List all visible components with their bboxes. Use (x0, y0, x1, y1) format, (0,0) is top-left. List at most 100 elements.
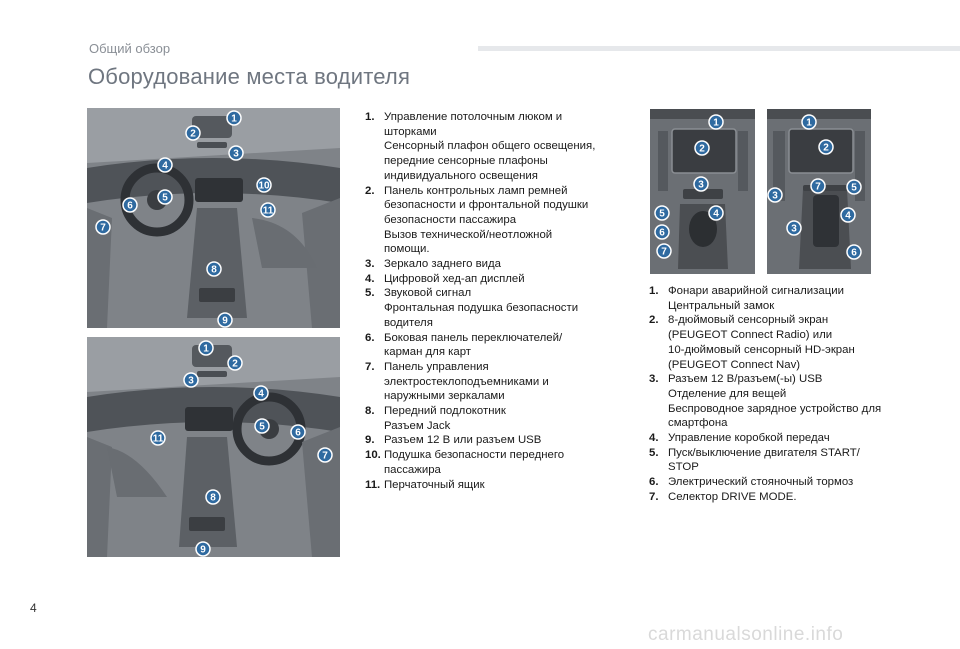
marker-6: 6 (290, 424, 306, 440)
list-item: 7.Селектор DRIVE MODE. (649, 490, 797, 503)
list-item: 6.Боковая панель переключателей/карман д… (365, 331, 563, 359)
svg-text:6: 6 (127, 201, 133, 212)
list-item: 2.8-дюймовый сенсорный экран(PEUGEOT Con… (649, 314, 855, 371)
svg-text:6: 6 (851, 248, 857, 259)
svg-text:3: 3 (698, 180, 704, 191)
marker-9: 9 (195, 541, 211, 557)
marker-3: 3 (228, 145, 244, 161)
svg-text:1: 1 (806, 118, 812, 129)
cabin-photo-rhd: 1 2 3 4 5 6 7 8 9 11 (87, 337, 340, 557)
svg-text:5: 5 (851, 183, 857, 194)
svg-text:3: 3 (188, 376, 194, 387)
watermark: carmanualsonline.info (648, 624, 844, 645)
marker-3: 3 (767, 187, 783, 203)
svg-text:2: 2 (823, 143, 829, 154)
marker-8: 8 (205, 489, 221, 505)
svg-text:5: 5 (259, 422, 265, 433)
svg-text:6: 6 (295, 428, 301, 439)
svg-text:9: 9 (200, 545, 206, 556)
marker-3: 3 (693, 176, 709, 192)
svg-text:1: 1 (203, 344, 209, 355)
svg-text:2: 2 (699, 144, 705, 155)
svg-text:4: 4 (845, 211, 851, 222)
svg-text:1: 1 (231, 114, 237, 125)
console-photo-b: 1 2 3 3 4 5 6 7 (767, 109, 871, 274)
marker-2: 2 (227, 355, 243, 371)
list-item: 9.Разъем 12 В или разъем USB (365, 434, 542, 447)
svg-text:5: 5 (162, 193, 168, 204)
svg-text:6: 6 (659, 228, 665, 239)
marker-7: 7 (810, 178, 826, 194)
marker-7: 7 (317, 447, 333, 463)
marker-6: 6 (654, 224, 670, 240)
marker-11: 11 (150, 430, 166, 446)
page-title: Оборудование места водителя (88, 64, 411, 89)
page-number: 4 (30, 601, 37, 615)
marker-5: 5 (846, 179, 862, 195)
svg-text:11: 11 (153, 434, 164, 445)
svg-text:3: 3 (791, 224, 797, 235)
marker-9: 9 (217, 312, 233, 328)
list-item: 3.Зеркало заднего вида (365, 258, 502, 271)
marker-4: 4 (253, 385, 269, 401)
marker-1: 1 (801, 114, 817, 130)
list-item: 11.Перчаточный ящик (365, 478, 485, 491)
marker-2: 2 (818, 139, 834, 155)
svg-text:10: 10 (258, 181, 270, 192)
section-title: Общий обзор (89, 41, 171, 56)
svg-text:3: 3 (772, 191, 778, 202)
marker-4: 4 (840, 207, 856, 223)
marker-4: 4 (708, 205, 724, 221)
marker-5: 5 (157, 189, 173, 205)
marker-1: 1 (198, 340, 214, 356)
svg-text:7: 7 (815, 182, 821, 193)
marker-5: 5 (254, 418, 270, 434)
marker-10: 10 (256, 177, 272, 193)
marker-2: 2 (694, 140, 710, 156)
cabin-photo-lhd: 1 2 3 4 5 6 7 8 9 10 11 (87, 108, 340, 328)
console-photo-a: 1 2 3 4 5 6 7 (650, 109, 755, 274)
marker-1: 1 (708, 114, 724, 130)
svg-text:7: 7 (322, 451, 328, 462)
svg-text:7: 7 (661, 247, 667, 258)
svg-text:9: 9 (222, 316, 228, 327)
marker-8: 8 (206, 261, 222, 277)
marker-4: 4 (157, 157, 173, 173)
svg-text:7: 7 (100, 223, 106, 234)
marker-6: 6 (122, 197, 138, 213)
svg-text:4: 4 (713, 209, 719, 220)
header-rule (478, 46, 960, 51)
marker-5: 5 (654, 205, 670, 221)
list-item: 4.Цифровой хед-ап дисплей (365, 272, 525, 285)
svg-text:8: 8 (211, 265, 217, 276)
marker-11: 11 (260, 202, 276, 218)
svg-text:2: 2 (190, 129, 196, 140)
svg-text:1: 1 (713, 118, 719, 129)
marker-3: 3 (183, 372, 199, 388)
marker-1: 1 (226, 110, 242, 126)
marker-7: 7 (95, 219, 111, 235)
marker-7: 7 (656, 243, 672, 259)
marker-3-b: 3 (786, 220, 802, 236)
marker-2: 2 (185, 125, 201, 141)
list-item: 6.Электрический стояночный тормоз (649, 476, 854, 489)
marker-6: 6 (846, 244, 862, 260)
list-item: 4.Управление коробкой передач (649, 432, 830, 445)
list-item: 5.Пуск/выключение двигателя START/STOP (649, 446, 860, 474)
svg-text:3: 3 (233, 149, 239, 160)
svg-text:4: 4 (162, 161, 168, 172)
svg-text:8: 8 (210, 493, 216, 504)
svg-text:11: 11 (263, 206, 274, 217)
svg-text:5: 5 (659, 209, 665, 220)
svg-text:2: 2 (232, 359, 238, 370)
